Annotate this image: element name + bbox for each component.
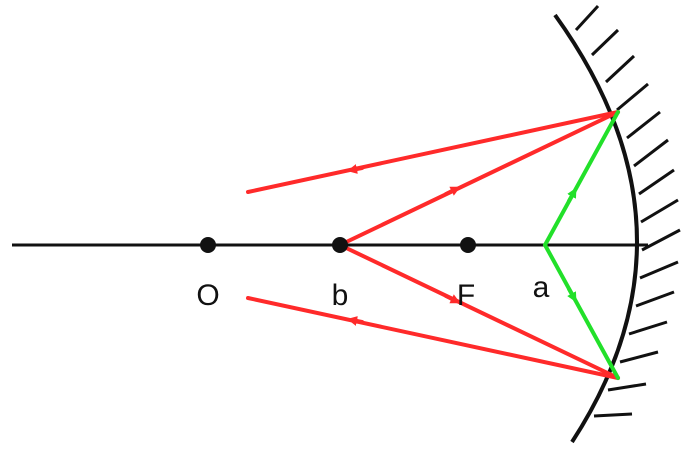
ray-a-to-mirror-top (543, 110, 620, 247)
ray-a-to-mirror-bottom (543, 243, 620, 380)
point-f-dot (460, 237, 476, 253)
red-rays (246, 110, 620, 380)
arrow-reflected-top (347, 164, 364, 174)
arrow-ray-a-bottom (567, 287, 577, 303)
label-b: b (332, 279, 349, 312)
reflected-ray-bottom (246, 296, 620, 380)
label-o: O (196, 279, 219, 312)
green-rays (543, 110, 620, 380)
reflected-ray-top (246, 110, 620, 194)
arrow-ray-b-top (444, 186, 461, 196)
concave-mirror (553, 13, 639, 444)
mirror-hatch-icon (574, 4, 681, 418)
point-o-dot (200, 237, 216, 253)
ray-b-to-mirror-bottom (338, 243, 620, 380)
ray-b-to-mirror-top (338, 110, 620, 247)
arrow-ray-b-bottom (444, 294, 461, 304)
axis-points (200, 237, 476, 253)
point-b-dot (332, 237, 348, 253)
arrow-ray-a-top (567, 187, 577, 203)
arrow-reflected-bottom (347, 316, 364, 326)
label-a: a (533, 271, 550, 304)
label-f: F (457, 279, 475, 312)
